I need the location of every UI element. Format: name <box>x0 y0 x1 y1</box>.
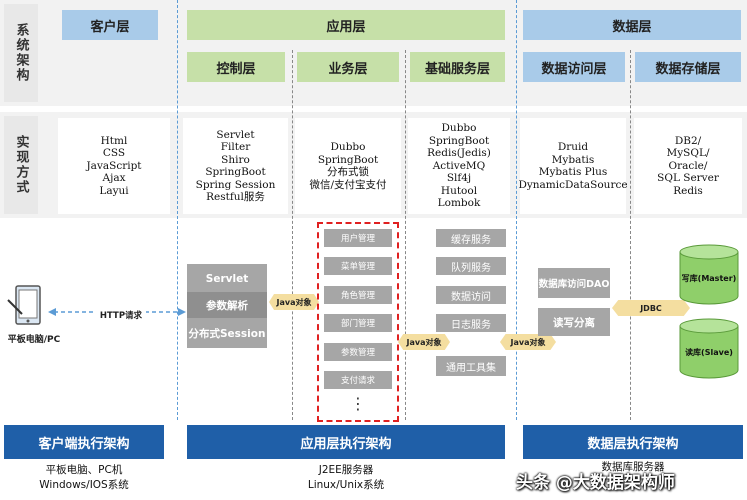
dao-db-access: 数据库访问DAO <box>538 268 610 298</box>
device-label: 平板电脑/PC <box>7 335 61 345</box>
http-request-label: HTTP请求 <box>96 309 146 321</box>
footer-app-sub: J2EE服务器 Linux/Unix系统 <box>187 460 505 496</box>
database-master-icon <box>679 244 739 305</box>
control-distributed-session: 分布式Session <box>187 320 267 346</box>
divider-client-app <box>177 0 178 420</box>
header-client-layer: 客户层 <box>62 10 158 40</box>
business-item-role: 角色管理 <box>324 286 392 304</box>
impl-base-line: Slf4j <box>446 172 472 185</box>
impl-client-line: Html <box>100 134 128 147</box>
impl-storage-line: DB2/ <box>674 134 702 147</box>
impl-storage-line: Oracle/ <box>668 159 708 172</box>
impl-control-line: Restful服务 <box>206 191 265 203</box>
base-common-tools: 通用工具集 <box>436 356 506 376</box>
impl-control-line: Spring Session <box>195 178 276 191</box>
row-label-implementation: 实现方式 <box>4 116 38 214</box>
footer-client-title: 客户端执行架构 <box>4 425 164 459</box>
footer-data-sub: 数据库服务器 <box>523 458 743 476</box>
impl-data-storage: DB2/ MySQL/ Oracle/ SQL Server Redis <box>634 118 742 214</box>
impl-business-line: 微信/支付宝支付 <box>309 178 387 191</box>
impl-access-line: Mybatis <box>551 153 595 166</box>
impl-access-line: DynamicDataSource <box>518 178 628 191</box>
impl-control-line: Filter <box>220 141 251 153</box>
tablet-pc-icon <box>7 285 41 325</box>
footer-client-line: 平板电脑、PC机 <box>45 464 123 476</box>
impl-control-line: Shiro <box>221 153 250 166</box>
divider-app-data <box>516 0 517 420</box>
impl-client: Html CSS JavaScript Ajax Layui <box>58 118 170 214</box>
java-object-arrow-1: Java对象 <box>269 294 319 310</box>
business-ellipsis: ⋮ <box>350 394 366 413</box>
impl-base-service: Dubbo SpringBoot Redis(Jedis) ActiveMQ S… <box>408 118 510 214</box>
impl-data-access: Druid Mybatis Mybatis Plus DynamicDataSo… <box>518 118 628 214</box>
impl-base-line: Hutool <box>440 184 478 197</box>
footer-client-sub: 平板电脑、PC机 Windows/IOS系统 <box>4 460 164 496</box>
base-data-access: 数据访问 <box>436 286 506 304</box>
impl-business-line: 分布式锁 <box>327 166 369 178</box>
business-exec-group <box>317 222 399 422</box>
impl-storage-line: MySQL/ <box>666 147 710 160</box>
impl-business-line: Dubbo <box>330 141 366 153</box>
database-slave-label: 读库(Slave) <box>685 347 733 357</box>
business-item-user: 用户管理 <box>324 229 392 247</box>
impl-control-line: Servlet <box>216 128 255 141</box>
impl-base-line: ActiveMQ <box>432 159 486 172</box>
base-cache-service: 缓存服务 <box>436 229 506 247</box>
impl-business-line: SpringBoot <box>317 153 379 166</box>
database-master-label: 写库(Master) <box>681 273 737 283</box>
header-base-service-layer: 基础服务层 <box>410 52 505 82</box>
header-data-layer: 数据层 <box>523 10 741 40</box>
impl-access-line: Druid <box>557 141 589 153</box>
impl-storage-line: SQL Server <box>657 172 719 185</box>
business-item-pay: 支付请求 <box>324 371 392 389</box>
java-object-arrow-3: Java对象 <box>500 334 556 350</box>
watermark-text: 头条 @大数据架构师 <box>516 473 675 493</box>
header-business-layer: 业务层 <box>297 52 399 82</box>
divider-access-storage <box>630 50 631 420</box>
impl-client-line: Ajax <box>102 172 126 185</box>
control-param-parse: 参数解析 <box>187 292 267 318</box>
impl-control-line: SpringBoot <box>205 166 266 178</box>
business-item-param: 参数管理 <box>324 343 392 361</box>
footer-app-line: Linux/Unix系统 <box>307 479 385 491</box>
control-servlet: Servlet <box>187 266 267 292</box>
impl-client-line: Layui <box>99 184 129 197</box>
footer-data-title: 数据层执行架构 <box>523 425 743 459</box>
impl-client-line: CSS <box>102 147 126 160</box>
business-item-dept: 部门管理 <box>324 314 392 332</box>
database-slave-icon <box>679 318 739 379</box>
jdbc-arrow: JDBC <box>612 300 690 316</box>
footer-data-line: 数据库服务器 <box>601 460 665 473</box>
impl-base-line: Redis(Jedis) <box>427 147 491 160</box>
divider-business-base <box>405 50 406 420</box>
header-data-storage-layer: 数据存储层 <box>635 52 741 82</box>
impl-access-line: Mybatis Plus <box>538 166 608 178</box>
impl-storage-line: Redis <box>673 184 703 197</box>
base-queue-service: 队列服务 <box>436 257 506 275</box>
impl-base-line: SpringBoot <box>428 134 490 147</box>
impl-client-line: JavaScript <box>86 159 142 172</box>
impl-base-line: Lombok <box>437 197 481 210</box>
java-object-arrow-2: Java对象 <box>398 334 450 350</box>
header-control-layer: 控制层 <box>187 52 285 82</box>
impl-control: Servlet Filter Shiro SpringBoot Spring S… <box>183 118 288 214</box>
footer-client-line: Windows/IOS系统 <box>39 479 129 491</box>
footer-app-line: J2EE服务器 <box>318 464 374 476</box>
footer-app-title: 应用层执行架构 <box>187 425 505 459</box>
divider-control-business <box>292 50 293 420</box>
business-item-menu: 菜单管理 <box>324 257 392 275</box>
row-label-architecture: 系统架构 <box>4 4 38 102</box>
dao-read-write-split: 读写分离 <box>538 308 610 336</box>
base-log-service: 日志服务 <box>436 314 506 332</box>
header-data-access-layer: 数据访问层 <box>523 52 625 82</box>
impl-base-line: Dubbo <box>441 122 477 135</box>
header-application-layer: 应用层 <box>187 10 505 40</box>
impl-business: Dubbo SpringBoot 分布式锁 微信/支付宝支付 <box>295 118 401 214</box>
